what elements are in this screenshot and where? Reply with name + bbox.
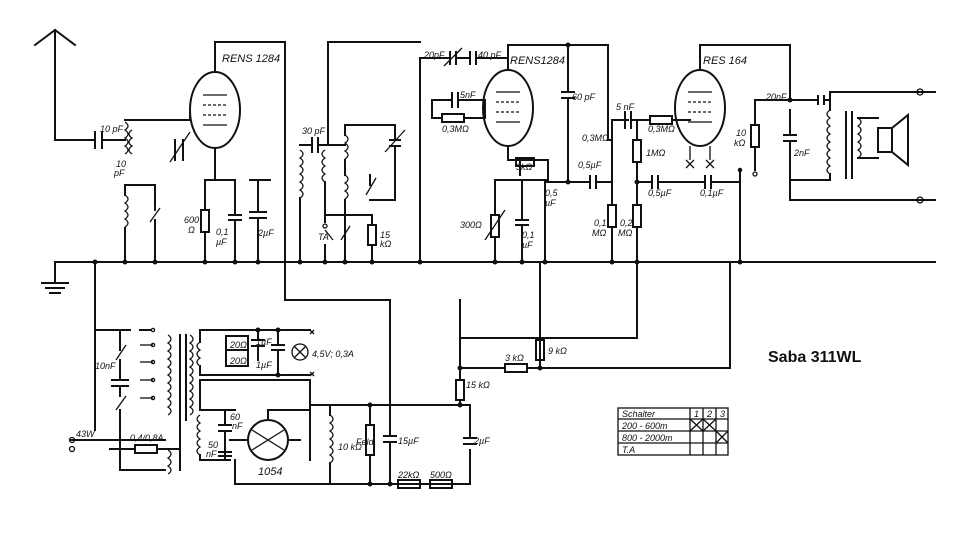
c-5nf-a-label: 5nF bbox=[460, 90, 476, 100]
c-01-b-unit: µF bbox=[522, 240, 533, 250]
c-60nf-unit: nF bbox=[232, 421, 243, 431]
coupling-network bbox=[607, 111, 741, 263]
r-15k-label: 15 bbox=[380, 230, 391, 240]
c-30pf-label: 30 pF bbox=[302, 126, 326, 136]
c-2uf-a-label: 2µF bbox=[257, 228, 274, 238]
c-20nf-label: 20nF bbox=[765, 92, 787, 102]
tube-1-cathode bbox=[200, 179, 242, 263]
tube-2-cathode bbox=[484, 157, 549, 263]
antenna-symbol bbox=[33, 28, 96, 141]
r-15k-unit: kΩ bbox=[380, 239, 392, 249]
r-3k-label: 3kΩ bbox=[516, 162, 533, 172]
r-1m-label: 1MΩ bbox=[646, 148, 666, 158]
switch-table-header: Schalter bbox=[622, 409, 656, 419]
r-22k-label: 22kΩ bbox=[397, 470, 420, 480]
c-2uf-b-label: 2µF bbox=[473, 436, 490, 446]
mains-v-label: 43W bbox=[76, 429, 96, 439]
c-20pf-label: 20pF bbox=[423, 50, 445, 60]
tube-2-label: RENS1284 bbox=[510, 55, 565, 67]
r-600-label: 600 bbox=[184, 215, 199, 225]
rectifier-label: 1054 bbox=[258, 466, 282, 478]
r-01m-label: 0,1 bbox=[594, 218, 607, 228]
r-03m-b-label: 0,3MΩ bbox=[582, 133, 609, 143]
tube-3 bbox=[674, 44, 726, 169]
tube-2-anode bbox=[507, 44, 613, 263]
c-pf-b-label: pF bbox=[113, 168, 125, 178]
r-03m-a-label: 0,3MΩ bbox=[442, 124, 469, 134]
ground-symbol bbox=[41, 261, 81, 294]
r-03m-c-label: 0,3MΩ bbox=[648, 124, 675, 134]
power-supply-wiring bbox=[68, 261, 194, 475]
c-60nf-label: 60 bbox=[230, 412, 240, 422]
r-10k-label: 10 bbox=[736, 128, 746, 138]
c-01-a-label: 0,1 bbox=[216, 227, 229, 237]
switch-table-col-3: 3 bbox=[720, 409, 725, 419]
lamp-label: 4,5V; 0,3A bbox=[312, 349, 354, 359]
model-title: Saba 311WL bbox=[768, 349, 862, 366]
r-500-label: 500Ω bbox=[430, 470, 452, 480]
input-coil bbox=[94, 109, 191, 263]
c-1uf-b-label: 1µF bbox=[256, 360, 272, 370]
switch-table-row-2: 800 - 2000m bbox=[622, 433, 673, 443]
r-600-unit: Ω bbox=[188, 225, 195, 235]
c-01-a-unit: µF bbox=[216, 237, 227, 247]
r-02m-unit: MΩ bbox=[618, 228, 632, 238]
junction-dots bbox=[92, 42, 793, 487]
grid-leak bbox=[431, 92, 486, 123]
r-20b-label: 20Ω bbox=[229, 356, 247, 366]
c-2nf-label: 2nF bbox=[793, 148, 810, 158]
r-20a-label: 20Ω bbox=[229, 340, 247, 350]
r-300-label: 300Ω bbox=[460, 220, 482, 230]
tube-1-label: RENS 1284 bbox=[222, 53, 280, 65]
c-01uf-label: 0,1µF bbox=[700, 188, 724, 198]
switch-table: Schalter 1 2 3 200 - 600m 800 - 2000m T.… bbox=[617, 407, 729, 456]
c-05-b-label: 0,5µF bbox=[578, 160, 602, 170]
c-40pf-label: 40 pF bbox=[478, 50, 502, 60]
ta-switch bbox=[322, 209, 377, 263]
tube-2 bbox=[482, 44, 534, 161]
output-stage bbox=[699, 44, 936, 263]
c-01-b-label: 0,1 bbox=[522, 230, 535, 240]
r-02m-label: 0,2 bbox=[620, 218, 633, 228]
r-15k-b-label: 15 kΩ bbox=[466, 380, 490, 390]
c-50nf-label: 50 bbox=[208, 440, 218, 450]
c-1uf-a-label: 1µF bbox=[256, 337, 272, 347]
switch-table-row-1: 200 - 600m bbox=[621, 421, 668, 431]
switch-table-col-2: 2 bbox=[706, 409, 712, 419]
filter-circuit bbox=[309, 261, 731, 489]
r-9k-label: 9 kΩ bbox=[548, 346, 567, 356]
tuning-capacitor-1 bbox=[169, 131, 191, 163]
r-10k-unit: kΩ bbox=[734, 138, 746, 148]
fuse-label: 0,4/0,8A bbox=[130, 433, 164, 443]
feld-label: Feld bbox=[356, 437, 375, 447]
tube-3-label: RES 164 bbox=[703, 55, 747, 67]
c-05-a-unit: µF bbox=[545, 198, 556, 208]
rectifier-circuit bbox=[196, 379, 471, 485]
r-01m-unit: MΩ bbox=[592, 228, 606, 238]
switch-table-col-1: 1 bbox=[694, 409, 699, 419]
c-10pf-in-label: 10 pF bbox=[100, 124, 124, 134]
stage-2-coils bbox=[298, 124, 406, 263]
ta-label-1: TA bbox=[318, 232, 329, 242]
c-05-c-label: 0,5µF bbox=[648, 188, 672, 198]
r-10k-b-label: 10 kΩ bbox=[338, 442, 362, 452]
c-5nf-b-label: 5 nF bbox=[616, 102, 635, 112]
r-3k-b-label: 3 kΩ bbox=[505, 353, 524, 363]
c-10nf-label: 10nF bbox=[95, 361, 116, 371]
c-50nf-unit: nF bbox=[206, 449, 217, 459]
c-15uf-label: 15µF bbox=[398, 436, 419, 446]
switch-table-row-3: T.A bbox=[622, 445, 635, 455]
heater-circuit bbox=[196, 329, 315, 377]
c-2uf-a bbox=[249, 179, 271, 263]
reaction-caps bbox=[327, 41, 509, 263]
c-05-a-label: 0,5 bbox=[545, 188, 559, 198]
c-10pf-b-label: 10 bbox=[116, 159, 126, 169]
c-60pf-label: 60 pF bbox=[572, 92, 596, 102]
tube-1 bbox=[189, 41, 241, 181]
